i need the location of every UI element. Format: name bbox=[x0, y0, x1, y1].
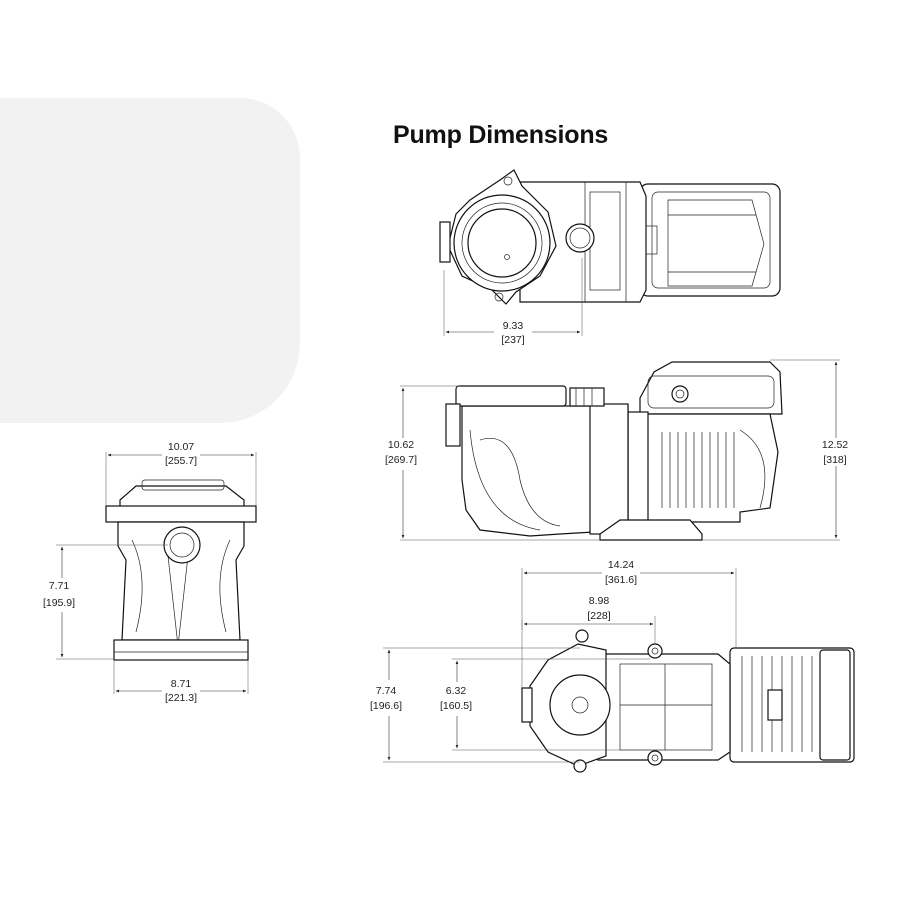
dimension-inches-bottom-bolt-width: 6.32 bbox=[446, 685, 467, 697]
dimension-label-bg bbox=[494, 319, 532, 346]
dimension-millimeters-bottom-overall-width: [196.6] bbox=[370, 700, 402, 712]
dimension-inches-bottom-base-length: 8.98 bbox=[589, 595, 610, 607]
dimension-label-bg bbox=[162, 440, 200, 467]
page-title: Pump Dimensions bbox=[393, 121, 609, 149]
dimension-inches-bottom-total-length: 14.24 bbox=[608, 559, 634, 571]
dimension-millimeters-side-left-height: [269.7] bbox=[385, 454, 417, 466]
dimension-label-bg bbox=[816, 438, 854, 466]
dimension-millimeters-side-right-height: [318] bbox=[823, 454, 846, 466]
pump-side-view bbox=[445, 361, 783, 541]
dimension-inches-front-base-width: 8.71 bbox=[171, 678, 192, 690]
dimension-inches-side-right-height: 12.52 bbox=[822, 439, 848, 451]
dimension-label-bg bbox=[580, 594, 618, 622]
dimension-bottom-base-length bbox=[521, 616, 656, 644]
dimension-labels: 9.33 [237] 10.62 [269.7] 12.52 [318] 10.07 [255… bbox=[40, 319, 854, 712]
dimension-bottom-bolt-width bbox=[452, 658, 650, 751]
dimension-millimeters-top-width: [237] bbox=[501, 334, 524, 346]
dimension-label-bg bbox=[437, 684, 475, 712]
pump-top-view bbox=[439, 169, 781, 305]
dimension-millimeters-bottom-total-length: [361.6] bbox=[605, 574, 637, 586]
dimension-millimeters-front-width: [255.7] bbox=[165, 455, 197, 467]
dimension-label-bg bbox=[382, 438, 420, 466]
dimension-label-bg bbox=[367, 684, 405, 712]
dimension-label-bg bbox=[162, 677, 200, 704]
dimension-front-height bbox=[56, 544, 168, 660]
background-panel bbox=[0, 98, 300, 423]
dimension-millimeters-bottom-base-length: [228] bbox=[587, 610, 610, 622]
dimension-inches-front-height: 7.71 bbox=[49, 580, 70, 592]
dimension-side-left-height bbox=[400, 385, 600, 541]
dimension-millimeters-front-height: [195.9] bbox=[43, 597, 75, 609]
dimension-inches-side-left-height: 10.62 bbox=[388, 439, 414, 451]
dimension-inches-top-width: 9.33 bbox=[503, 320, 524, 332]
dimension-millimeters-bottom-bolt-width: [160.5] bbox=[440, 700, 472, 712]
dimension-label-bg bbox=[602, 558, 640, 586]
dimension-side-right-height bbox=[702, 359, 840, 541]
dimension-inches-bottom-overall-width: 7.74 bbox=[376, 685, 397, 697]
pump-front-view bbox=[105, 479, 257, 661]
dimension-bottom-overall-width bbox=[383, 647, 580, 763]
dimension-inches-front-width: 10.07 bbox=[168, 441, 194, 453]
pump-bottom-view bbox=[521, 629, 855, 773]
dimension-millimeters-front-base-width: [221.3] bbox=[165, 692, 197, 704]
dimension-label-bg bbox=[40, 579, 78, 609]
